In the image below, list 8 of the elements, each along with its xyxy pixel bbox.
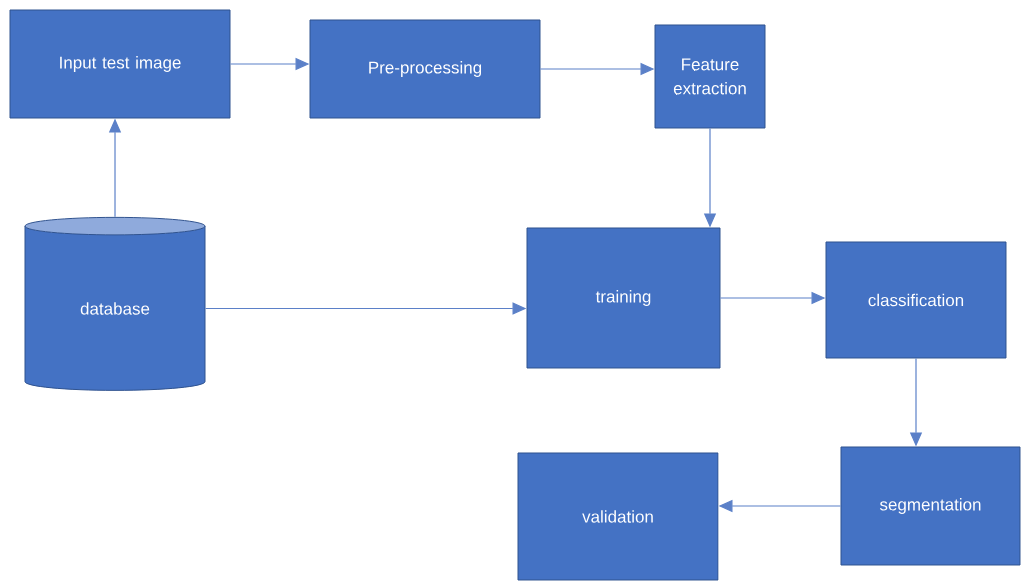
process-box: validation	[517, 452, 719, 581]
process-box: segmentation	[840, 446, 1021, 566]
process-box: Feature extraction	[654, 24, 766, 129]
process-box: Pre-processing	[309, 19, 541, 119]
database-cylinder: database	[24, 216, 206, 391]
process-box: training	[526, 227, 721, 369]
process-box: Input test image	[9, 9, 231, 119]
process-box: classification	[825, 241, 1007, 359]
